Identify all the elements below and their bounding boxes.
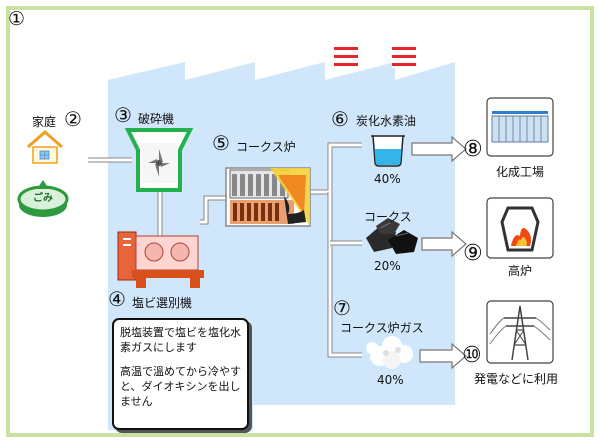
chimney-left: [334, 42, 358, 68]
chimney-right: [392, 42, 416, 68]
pvc-sorter-icon: [117, 231, 204, 288]
coke-oven-gas-marker: ⑦: [333, 296, 351, 320]
coke-oven-icon: [225, 167, 311, 227]
hydrocarbon-oil-marker: ⑥: [331, 107, 349, 131]
coke-lumps-icon: [366, 218, 418, 254]
crusher-label: 破砕機: [138, 112, 175, 126]
home-label: 家庭: [32, 115, 57, 129]
garbage-label: ごみ: [33, 193, 53, 204]
gas-cloud-icon: [366, 336, 413, 369]
note-line-1: 脱塩装置で塩ビを塩化水素ガスにします: [120, 326, 241, 354]
coke-oven-gas-label: コークス炉ガス: [340, 321, 424, 335]
chemical-plant-icon: [486, 97, 554, 157]
blast-furnace-label: 高炉: [508, 264, 533, 278]
pvc-sorter-marker: ④: [108, 287, 126, 311]
explanation-note: 脱塩装置で塩ビを塩化水素ガスにします 高温で溫めてから冷やすと、ダイオキシンを出…: [112, 318, 249, 430]
frame-marker: ①: [8, 8, 26, 30]
coke-percent: 20%: [374, 259, 401, 273]
home-marker: ②: [64, 107, 82, 131]
note-line-2: 高温で溫めてから冷やすと、ダイオキシンを出しません: [120, 365, 241, 408]
coke-oven-marker: ⑤: [212, 131, 230, 155]
coke-oven-gas-percent: 40%: [377, 373, 404, 387]
arrow-to-chemical-plant: [411, 135, 467, 163]
arrow-to-power-generation: [419, 342, 467, 370]
power-generation-label: 発電などに利用: [474, 372, 559, 386]
hydrocarbon-oil-label: 炭化水素油: [356, 114, 417, 128]
oil-beaker-icon: [371, 135, 405, 167]
garbage-bag-icon: [17, 180, 69, 217]
pvc-sorter-label: 塩ビ選別機: [132, 296, 193, 310]
chemical-plant-marker: ⑧: [463, 137, 483, 162]
outer-frame: [6, 6, 594, 437]
power-generation-marker: ⑩: [462, 343, 482, 368]
chemical-plant-label: 化成工場: [496, 165, 545, 179]
crusher-icon: [124, 128, 194, 192]
arrow-to-blast-furnace: [421, 230, 467, 258]
house-icon: [27, 129, 63, 164]
blast-furnace-icon: [486, 197, 554, 259]
coke-oven-label: コークス炉: [236, 140, 296, 154]
crusher-marker: ③: [114, 103, 132, 127]
blast-furnace-marker: ⑨: [463, 241, 483, 266]
hydrocarbon-oil-percent: 40%: [374, 172, 401, 186]
power-tower-icon: [486, 300, 554, 364]
pipes: [88, 142, 362, 358]
coke-label: コークス: [364, 210, 412, 224]
